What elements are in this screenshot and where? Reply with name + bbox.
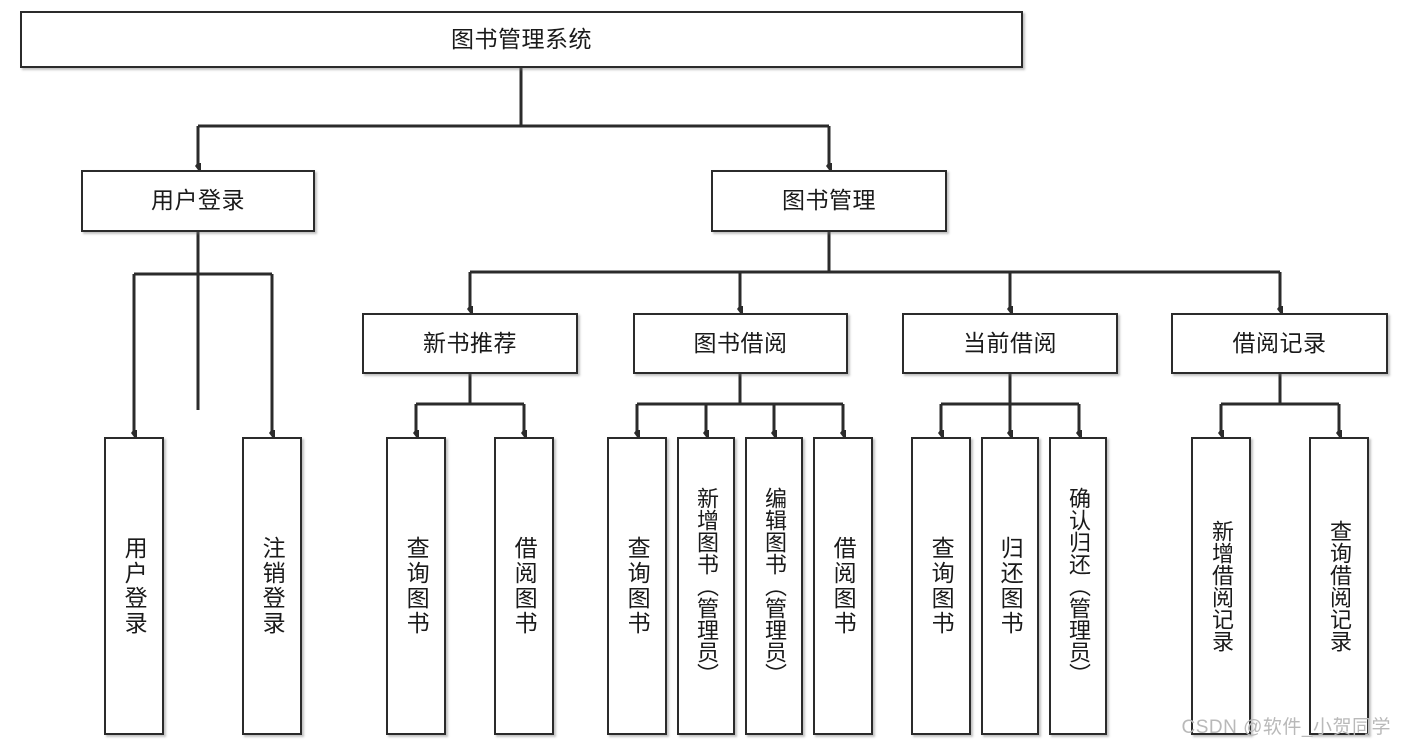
node-book-manage[interactable]: 图书管理: [711, 170, 947, 232]
node-label: 查询图书: [928, 536, 955, 636]
node-label: 查询图书: [624, 536, 651, 636]
node-label: 新增借阅记录: [1208, 520, 1234, 652]
node-leaf-confirm-return[interactable]: 确认归还（管理员）: [1049, 437, 1107, 735]
node-leaf-borrow-book-1[interactable]: 借阅图书: [494, 437, 554, 735]
node-leaf-query-book-3[interactable]: 查询图书: [911, 437, 971, 735]
node-new-book-rec[interactable]: 新书推荐: [362, 313, 578, 374]
node-label: 归还图书: [997, 536, 1024, 636]
node-label: 图书管理: [782, 187, 876, 214]
node-book-borrow[interactable]: 图书借阅: [633, 313, 848, 374]
node-leaf-add-record[interactable]: 新增借阅记录: [1191, 437, 1251, 735]
node-label: 图书借阅: [693, 329, 788, 356]
node-leaf-add-book[interactable]: 新增图书（管理员）: [677, 437, 735, 735]
node-root-system[interactable]: 图书管理系统: [20, 11, 1023, 68]
watermark-text: CSDN @软件_小贺同学: [1181, 717, 1391, 738]
node-leaf-query-book-1[interactable]: 查询图书: [386, 437, 446, 735]
node-label: 图书管理系统: [451, 25, 592, 52]
node-label: 确认归还（管理员）: [1065, 487, 1091, 685]
node-label: 注销登录: [259, 536, 286, 636]
node-leaf-logout[interactable]: 注销登录: [242, 437, 302, 735]
node-label: 查询图书: [403, 536, 430, 636]
node-current-borrow[interactable]: 当前借阅: [902, 313, 1118, 374]
node-label: 编辑图书（管理员）: [761, 487, 787, 685]
node-label: 用户登录: [121, 536, 148, 636]
node-leaf-query-record[interactable]: 查询借阅记录: [1309, 437, 1369, 735]
node-label: 当前借阅: [963, 329, 1057, 356]
node-user-login[interactable]: 用户登录: [81, 170, 315, 232]
node-leaf-edit-book[interactable]: 编辑图书（管理员）: [745, 437, 803, 735]
node-leaf-return-book[interactable]: 归还图书: [981, 437, 1039, 735]
node-leaf-user-login[interactable]: 用户登录: [104, 437, 164, 735]
node-label: 借阅图书: [830, 536, 857, 636]
node-label: 借阅记录: [1232, 329, 1327, 356]
node-leaf-query-book-2[interactable]: 查询图书: [607, 437, 667, 735]
node-label: 用户登录: [151, 187, 245, 214]
node-label: 新书推荐: [423, 329, 517, 356]
node-label: 借阅图书: [511, 536, 538, 636]
node-label: 新增图书（管理员）: [693, 487, 719, 685]
node-borrow-record[interactable]: 借阅记录: [1171, 313, 1388, 374]
node-leaf-borrow-book-2[interactable]: 借阅图书: [813, 437, 873, 735]
node-label: 查询借阅记录: [1326, 520, 1352, 652]
